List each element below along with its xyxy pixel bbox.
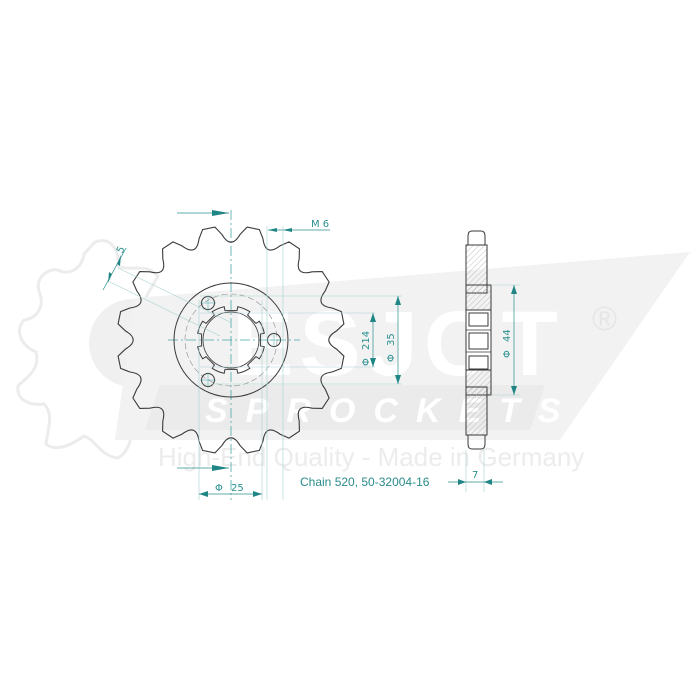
watermark-brand: ESJOT <box>232 293 564 395</box>
dimensions-front <box>102 210 402 500</box>
part-caption: Chain 520, 50-32004-16 <box>300 475 430 489</box>
hub-outer-diameter-label: 44 <box>502 329 513 342</box>
watermark-subtitle: SPROCKETS <box>205 392 579 430</box>
diameter-symbol-icon: Φ <box>215 483 223 494</box>
diameter-symbol-icon: Φ <box>502 350 513 358</box>
watermark: ESJOT ® SPROCKETS High-End Quality - Mad… <box>16 239 690 472</box>
offset-dimension-label: 5 <box>115 245 128 256</box>
thickness-dimension-label: 7 <box>472 470 478 481</box>
hub-outer-diameter-dimension: Φ 44 <box>502 329 513 358</box>
sprocket-front-view <box>117 210 345 500</box>
spline-diameter-dimension: Φ 214 <box>361 331 372 366</box>
hub-diameter-label: 35 <box>386 333 397 346</box>
sprocket-teeth-outline <box>117 226 345 454</box>
thread-dimension-label: M 6 <box>311 219 329 230</box>
hub-diameter-dimension: Φ 35 <box>386 333 397 362</box>
watermark-tagline: High-End Quality - Made in Germany <box>158 442 584 472</box>
spline-diameter-label: 214 <box>361 331 372 350</box>
watermark-subband <box>145 385 545 430</box>
diameter-symbol-icon: Φ <box>386 354 397 362</box>
spline-minor-circle <box>202 311 260 369</box>
sprocket-side-view <box>465 230 492 450</box>
hub-circle <box>173 282 289 398</box>
watermark-registered-mark: ® <box>592 300 617 338</box>
splined-bore <box>197 306 265 374</box>
bore-reference-label: 25 <box>231 483 244 494</box>
bolt-hole-centerlines <box>200 295 282 388</box>
dimensions-side <box>448 284 520 492</box>
diameter-symbol-icon: Φ <box>361 358 372 366</box>
